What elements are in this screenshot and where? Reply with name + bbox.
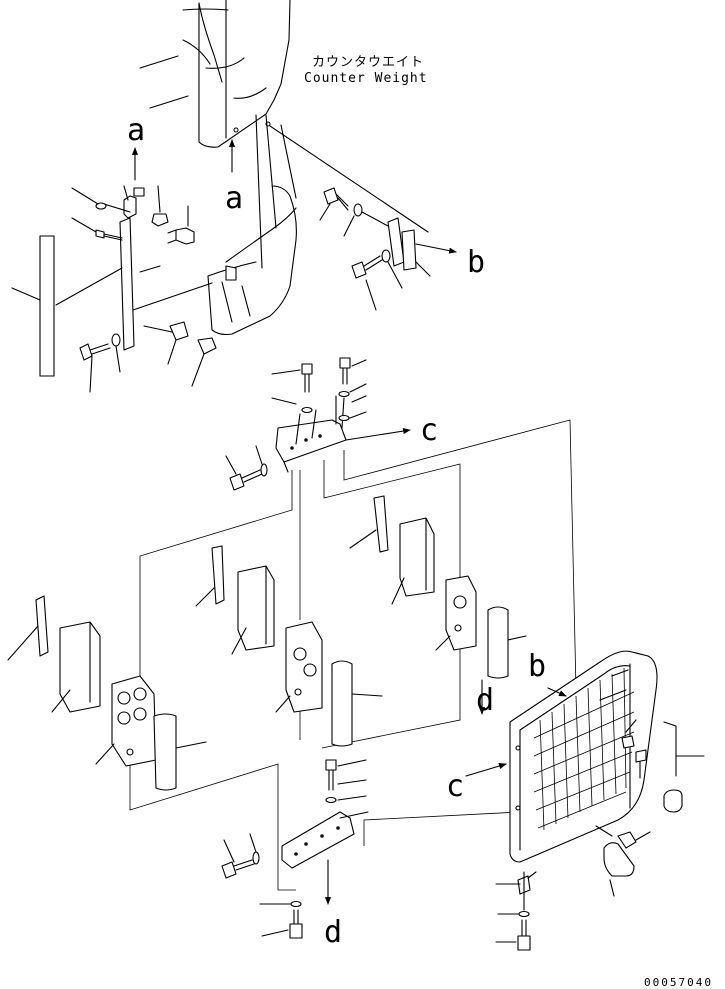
right-clip-assembly (270, 126, 457, 310)
callout-a-arrows (131, 139, 236, 180)
upper-bracket (226, 358, 411, 490)
callout-d-label: d (324, 915, 342, 950)
callout-b-label-2: b (528, 649, 546, 684)
drawing-number: 00057040 (644, 976, 713, 989)
grille-hardware (596, 670, 704, 896)
grille-slots (534, 668, 634, 830)
assembly-guide-lines (130, 420, 576, 890)
callout-a-label-2: a (225, 181, 243, 216)
callout-d-label-2: d (476, 683, 494, 718)
grille-panel (510, 651, 657, 862)
lower-bracket (222, 760, 368, 938)
callout-c-label-2: c (446, 769, 464, 804)
cover-plate-middle (276, 622, 382, 746)
counter-weight-lower (208, 186, 296, 335)
hinge-latch (496, 872, 536, 950)
title-english: Counter Weight (304, 71, 428, 86)
cover-plate-right (436, 576, 526, 678)
foam-pads (8, 496, 434, 712)
callout-a-label: a (127, 113, 145, 148)
title-japanese: カウンタウエイト (312, 55, 424, 70)
counter-weight-body (140, 0, 296, 268)
callout-b-label: b (467, 245, 485, 280)
callout-c-label: c (420, 413, 438, 448)
rubber-strip (40, 236, 54, 376)
left-bracket-assembly (56, 186, 216, 392)
cover-plate-left (96, 676, 206, 790)
